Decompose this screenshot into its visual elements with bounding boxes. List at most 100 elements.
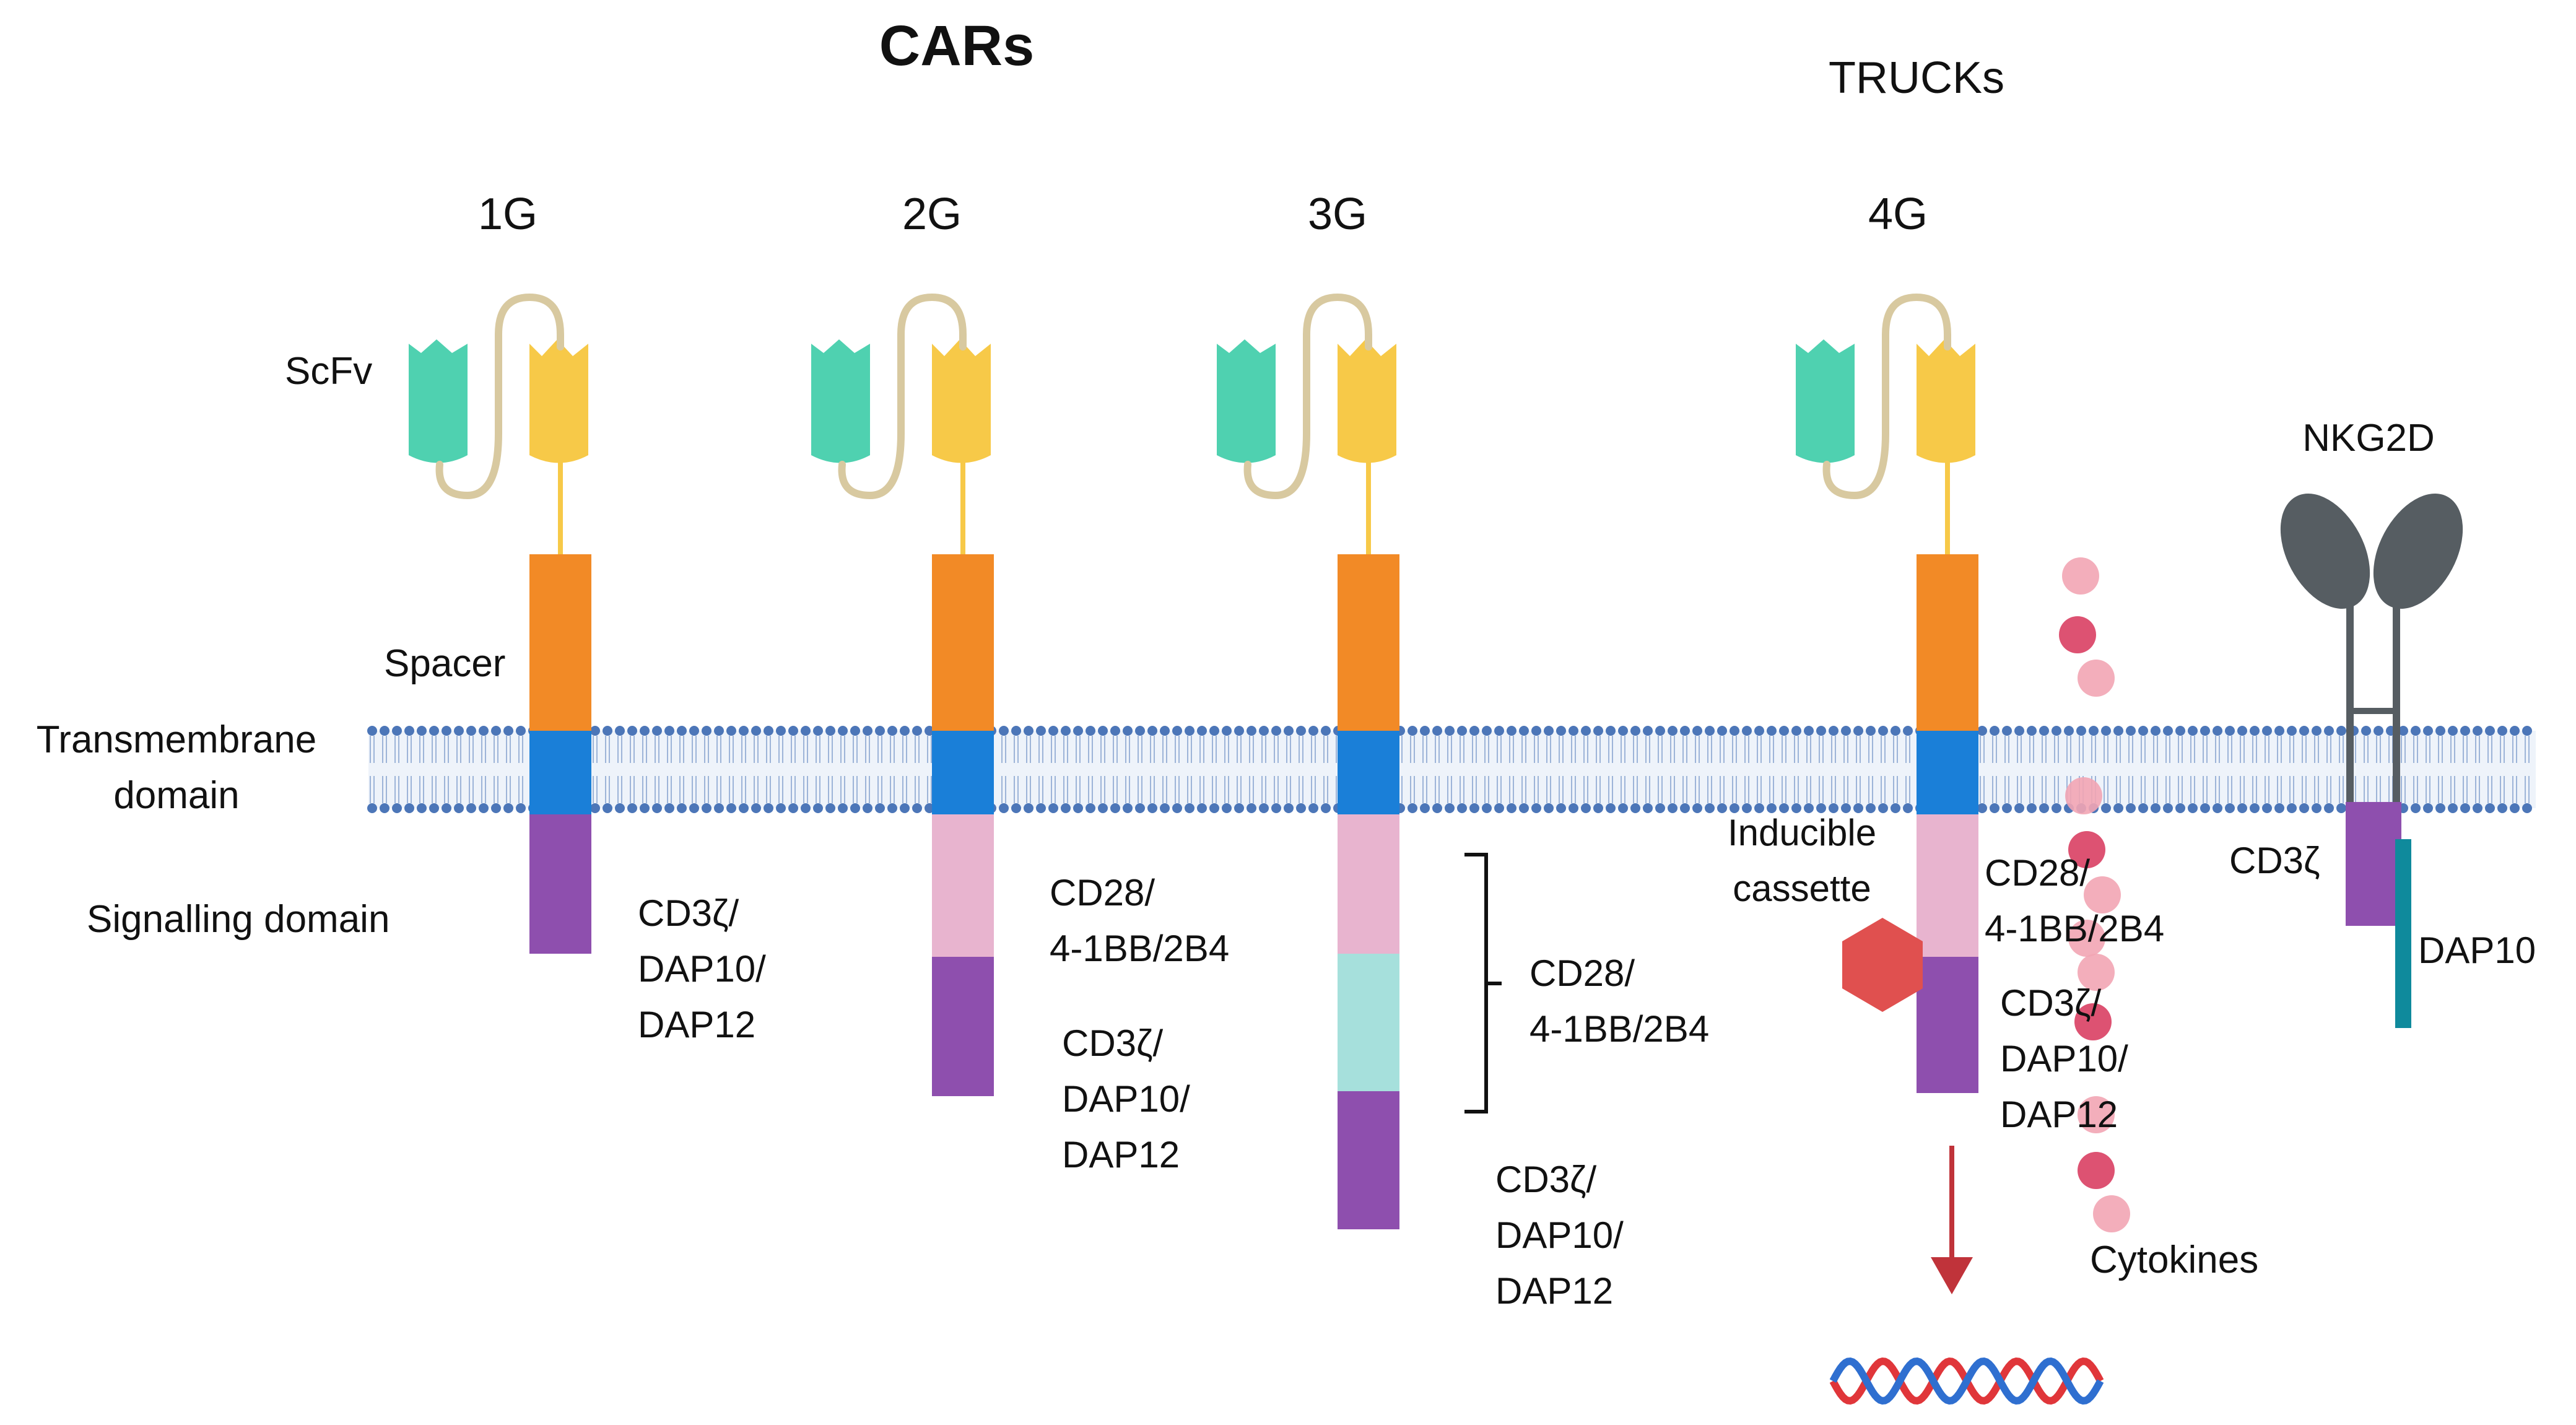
lipid-head bbox=[1705, 726, 1715, 736]
lipid-head bbox=[1185, 726, 1194, 736]
lipid-head bbox=[764, 803, 773, 813]
lipid-head bbox=[2101, 803, 2111, 813]
lipid-head bbox=[1866, 803, 1876, 813]
lipid-head bbox=[1544, 803, 1554, 813]
lipid-head bbox=[2200, 726, 2210, 736]
lipid-head bbox=[850, 726, 860, 736]
lipid-head bbox=[640, 803, 650, 813]
costim-domain-4g bbox=[1917, 814, 1978, 957]
cytokine-dot bbox=[2078, 1152, 2115, 1189]
lipid-head bbox=[1024, 726, 1033, 736]
g2-cd3-label-line1: CD3ζ/ bbox=[1062, 1022, 1163, 1064]
lipid-head bbox=[900, 803, 910, 813]
lipid-head bbox=[615, 803, 625, 813]
lipid-head bbox=[1606, 726, 1616, 736]
generation-label-3g: 3G bbox=[1308, 190, 1367, 239]
lipid-head bbox=[2287, 726, 2297, 736]
costim-domain-2-3g bbox=[1338, 954, 1399, 1091]
lipid-head bbox=[2138, 803, 2148, 813]
nkg2d-cd3z-domain bbox=[2346, 802, 2401, 926]
lipid-head bbox=[1271, 726, 1281, 736]
lipid-head bbox=[1829, 803, 1838, 813]
lipid-head bbox=[1197, 803, 1207, 813]
lipid-head bbox=[454, 726, 464, 736]
lipid-head bbox=[2039, 803, 2049, 813]
lipid-head bbox=[2002, 803, 2012, 813]
lipid-head bbox=[1717, 726, 1727, 736]
car-2g bbox=[811, 293, 994, 1096]
g4-costim-label-line1: CD28/ bbox=[1985, 852, 2090, 894]
lipid-head bbox=[1457, 803, 1467, 813]
g2-cd3-label-line3: DAP12 bbox=[1062, 1134, 1180, 1175]
generation-label-1g: 1G bbox=[478, 190, 537, 239]
lipid-head bbox=[2089, 726, 2099, 736]
lipid-head bbox=[999, 726, 1009, 736]
lipid-head bbox=[1036, 726, 1046, 736]
lipid-head bbox=[2014, 803, 2024, 813]
g1-cd3-label-line2: DAP10/ bbox=[638, 948, 766, 990]
lipid-head bbox=[1024, 803, 1033, 813]
lipid-head bbox=[1581, 803, 1591, 813]
lipid-head bbox=[2052, 803, 2061, 813]
lipid-head bbox=[689, 726, 699, 736]
lipid-head bbox=[2175, 803, 2185, 813]
lipid-head bbox=[2052, 726, 2061, 736]
lipid-head bbox=[1742, 803, 1752, 813]
lipid-head bbox=[2027, 803, 2037, 813]
lipid-head bbox=[1011, 803, 1021, 813]
inducible-label-line2: cassette bbox=[1733, 868, 1871, 909]
lipid-head bbox=[2138, 726, 2148, 736]
lipid-head bbox=[813, 726, 823, 736]
lipid-head bbox=[2225, 726, 2235, 736]
lipid-head bbox=[491, 803, 501, 813]
lipid-head bbox=[627, 726, 637, 736]
g1-cd3-label-line1: CD3ζ/ bbox=[638, 892, 739, 934]
lipid-head bbox=[702, 803, 711, 813]
lipid-head bbox=[2448, 803, 2458, 813]
lipid-head bbox=[1556, 803, 1566, 813]
lipid-head bbox=[1692, 726, 1702, 736]
lipid-head bbox=[1135, 803, 1145, 813]
lipid-head bbox=[1630, 726, 1640, 736]
lipid-head bbox=[2374, 726, 2383, 736]
signalling-domain-label: Signalling domain bbox=[87, 898, 389, 941]
lipid-head bbox=[788, 803, 798, 813]
lipid-head bbox=[1123, 803, 1133, 813]
lipid-head bbox=[1977, 803, 1987, 813]
lipid-head bbox=[1160, 803, 1170, 813]
lipid-head bbox=[1705, 803, 1715, 813]
g4-cd3-label-line3: DAP12 bbox=[2000, 1094, 2118, 1135]
lipid-head bbox=[417, 803, 427, 813]
lipid-head bbox=[1630, 803, 1640, 813]
lipid-head bbox=[479, 726, 489, 736]
lipid-head bbox=[2411, 726, 2421, 736]
lipid-head bbox=[689, 803, 699, 813]
lipid-head bbox=[1643, 726, 1653, 736]
lipid-head bbox=[1098, 803, 1108, 813]
generation-label-4g: 4G bbox=[1868, 190, 1928, 239]
lipid-head bbox=[2497, 726, 2507, 736]
lipid-head bbox=[392, 803, 402, 813]
lipid-head bbox=[1222, 803, 1232, 813]
transmembrane-domain-2g bbox=[932, 731, 994, 814]
lipid-head bbox=[429, 726, 439, 736]
lipid-head bbox=[739, 803, 749, 813]
lipid-head bbox=[1593, 726, 1603, 736]
lipid-head bbox=[999, 803, 1009, 813]
lipid-head bbox=[2435, 803, 2445, 813]
g4-cd3-label-line1: CD3ζ/ bbox=[2000, 982, 2101, 1024]
lipid-head bbox=[1469, 726, 1479, 736]
lipid-head bbox=[1804, 803, 1814, 813]
lipid-head bbox=[1853, 726, 1863, 736]
lipid-head bbox=[2336, 803, 2346, 813]
lipid-head bbox=[1209, 726, 1219, 736]
nkg2d-dap10-domain bbox=[2395, 839, 2411, 1028]
lipid-head bbox=[2113, 803, 2123, 813]
lipid-head bbox=[2312, 726, 2321, 736]
lipid-head bbox=[2485, 726, 2495, 736]
lipid-head bbox=[442, 726, 451, 736]
lipid-head bbox=[1086, 726, 1095, 736]
lipid-head bbox=[912, 803, 922, 813]
lipid-head bbox=[875, 803, 885, 813]
lipid-head bbox=[2213, 803, 2222, 813]
